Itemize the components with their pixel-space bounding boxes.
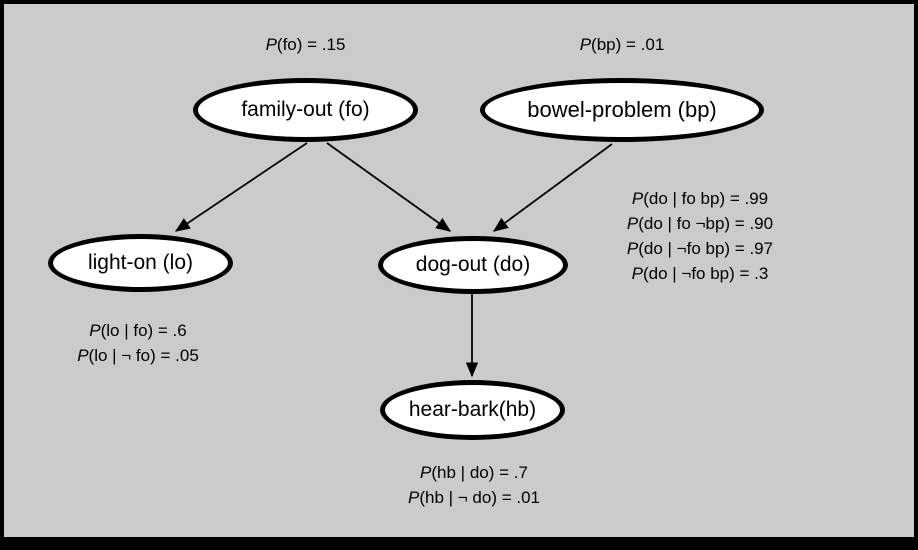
cpt-line: P(do | ¬fo bp) = .3 [580,261,820,286]
prior-bowel-problem: P(bp) = .01 [480,32,764,57]
prob-expression: (hb | ¬ do) = .01 [419,488,540,507]
node-dog-out: dog-out (do) [378,236,568,294]
prob-expression: (do | fo ¬bp) = .90 [638,214,774,233]
prob-expression: (do | ¬fo bp) = .3 [642,264,769,283]
node-family-out: family-out (fo) [193,78,418,142]
prob-symbol: P [89,321,101,340]
node-label: light-on (lo) [87,251,194,274]
prob-expression: (bp) = .01 [591,35,665,54]
prior-family-out: P(fo) = .15 [193,32,418,57]
cpt-line: P(lo | ¬ fo) = .05 [38,343,238,368]
prob-expression: (hb | do) = .7 [431,463,528,482]
cpt-hear-bark: P(hb | do) = .7 P(hb | ¬ do) = .01 [374,460,574,510]
prob-expression: (fo) = .15 [276,35,346,54]
cpt-line: P(do | ¬fo bp) = .97 [580,236,820,261]
node-hear-bark: hear-bark(hb) [380,380,565,440]
edge-family-out-to-dog-out [326,142,452,232]
node-label: family-out (fo) [241,98,370,121]
cpt-line: P(do | fo bp) = .99 [580,186,820,211]
prob-symbol: P [631,189,644,208]
prob-symbol: P [407,488,420,507]
node-label: hear-bark(hb) [408,398,537,421]
cpt-line: P(lo | fo) = .6 [38,318,238,343]
node-bowel-problem: bowel-problem (bp) [480,78,764,142]
prob-expression: (lo | ¬ fo) = .05 [88,346,199,365]
prob-symbol: P [265,35,277,54]
edge-family-out-to-light-on [174,142,308,232]
cpt-dog-out: P(do | fo bp) = .99 P(do | fo ¬bp) = .90… [580,186,820,286]
prob-symbol: P [579,35,592,54]
prob-expression: (lo | fo) = .6 [100,321,187,340]
prob-expression: (do | ¬fo bp) = .97 [638,239,774,258]
prob-symbol: P [77,346,89,365]
cpt-light-on: P(lo | fo) = .6 P(lo | ¬ fo) = .05 [38,318,238,368]
node-light-on: light-on (lo) [48,234,233,292]
prob-symbol: P [626,239,639,258]
prob-symbol: P [631,264,643,283]
node-label: dog-out (do) [415,253,531,276]
prob-expression: (do | fo bp) = .99 [643,189,769,208]
cpt-line: P(hb | ¬ do) = .01 [374,485,574,510]
prob-symbol: P [626,214,639,233]
cpt-line: P(hb | do) = .7 [374,460,574,485]
prob-symbol: P [420,463,432,482]
node-label: bowel-problem (bp) [527,97,717,122]
cpt-line: P(do | fo ¬bp) = .90 [580,211,820,236]
